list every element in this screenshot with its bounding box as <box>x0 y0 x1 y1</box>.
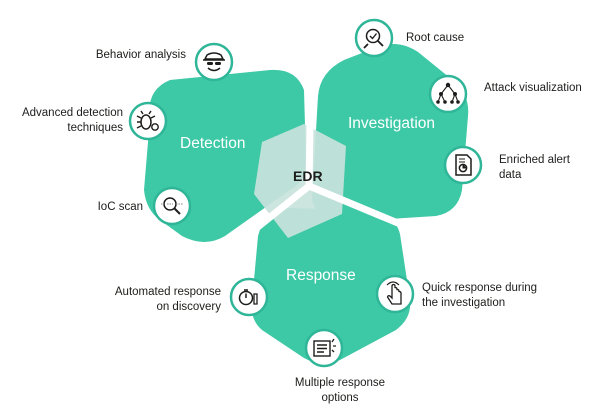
label-behavior-analysis: Behavior analysis <box>95 49 186 61</box>
label-root-cause: Root cause <box>406 32 465 44</box>
label-attack-visualization: Attack visualization <box>484 82 582 94</box>
investigation-title: Investigation <box>348 115 436 132</box>
gap-top <box>305 67 315 187</box>
gap-left <box>241 183 312 241</box>
investigation-segment <box>312 44 469 222</box>
root-search-icon <box>354 18 394 58</box>
options-list-icon <box>304 328 344 368</box>
detection-title: Detection <box>180 135 246 152</box>
response-title: Response <box>286 267 356 284</box>
label-multiple-response: Multiple response options <box>294 377 386 404</box>
graph-tree-icon <box>428 74 468 114</box>
spy-icon <box>194 42 234 82</box>
timer-hand-icon <box>229 277 269 317</box>
response-segment <box>251 208 411 364</box>
label-automated-response: Automated response on discovery <box>114 286 221 313</box>
label-ioc-scan: IoC scan <box>97 201 143 213</box>
label-advanced-detection: Advanced detection techniques <box>21 107 123 134</box>
report-icon <box>443 145 483 185</box>
magnifier-scan-icon <box>152 186 192 226</box>
edr-center-label: EDR <box>293 168 323 184</box>
bug-gear-icon <box>128 101 168 141</box>
label-quick-response: Quick response during the investigation <box>422 282 538 309</box>
label-enriched-alert: Enriched alert data <box>499 154 570 181</box>
gap-right <box>307 182 407 230</box>
pointer-click-icon <box>375 274 415 314</box>
